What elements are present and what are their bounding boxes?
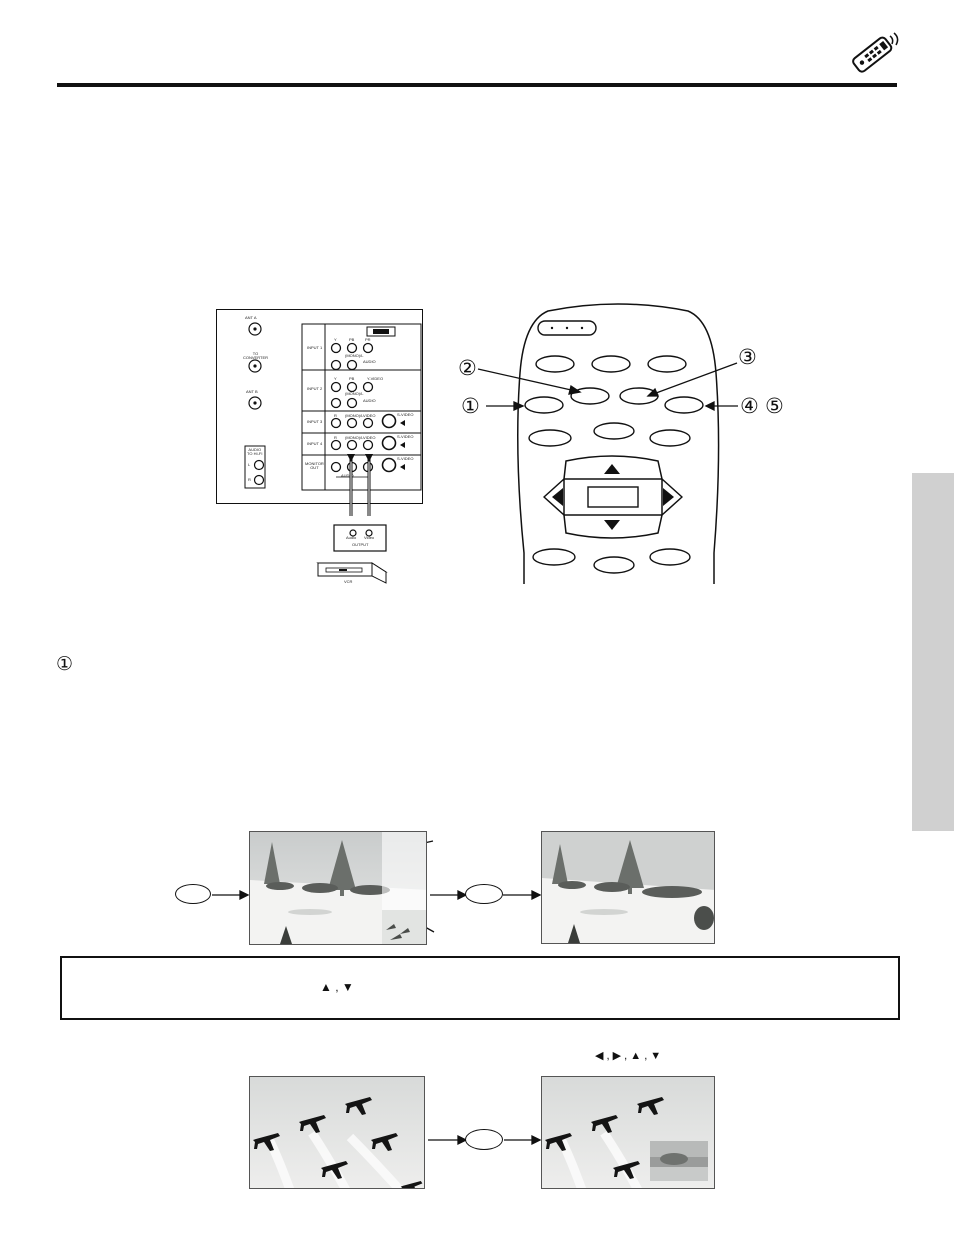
pip-move-screen-before [249,1076,425,1189]
output-audio-label: Audio [346,535,357,540]
output-label: OUTPUT [352,542,369,547]
audio-label-1: AUDIO [363,359,376,364]
input4-mono-label: (MONO)/L [345,435,364,440]
side-section-tab [912,473,954,831]
input-3-label: INPUT 3 [307,419,323,424]
callout-1: ① [461,394,480,418]
audio-l-label: L [248,462,251,467]
step-1-marker: ① [56,653,74,675]
pip-move-screen-after [541,1076,715,1189]
monitor-out-label: MONITOR OUT [305,461,324,470]
pip-button-oval-1 [175,884,211,904]
input-1-label: INPUT 1 [307,345,323,350]
input4-s-video-label: S-VIDEO [397,434,414,439]
mono-l-label-1: (MONO)/L [345,353,364,358]
tv-rear-panel: ANT A TO CONVERTER ANT B AUDIO TO HI-FI … [216,309,423,504]
header-rule [57,83,897,87]
callout-5: ⑤ [765,394,784,418]
move-arrows-text: ◀ , ▶ , ▲ , ▼ [595,1050,662,1062]
audio-to-hifi-label: AUDIO TO HI-FI [247,447,263,456]
input4-r-label: R [334,435,337,440]
channel-arrows-text: ▲ , ▼ [320,980,354,994]
vcr-cable-drawing [316,454,388,584]
pip-button-oval-2 [465,884,503,904]
input3-mono-label: (MONO)/L [345,413,364,418]
jack-y-label: Y [334,337,337,342]
callout-4: ④ [740,394,759,418]
input-4-label: INPUT 4 [307,441,323,446]
to-converter-label: TO CONVERTER [243,351,269,360]
input3-r-label: R [334,413,337,418]
input3-s-video-label: S-VIDEO [397,412,414,417]
callout-3: ③ [738,345,757,369]
input-2-label: INPUT 2 [307,386,323,391]
note-box: ▲ , ▼ [60,956,900,1020]
pip-screen-after [541,831,715,944]
vcr-label: VCR [344,579,353,584]
monitor-s-video-label: S-VIDEO [397,456,414,461]
remote-control-drawing [517,303,720,584]
pip-move-button-oval [465,1129,503,1150]
callout-2: ② [458,356,477,380]
input3-video-label: VIDEO [363,413,376,418]
monitor-audio-label: AUDIO [341,473,354,478]
jack-pr-label: PR [365,337,371,342]
ant-a-label: ANT A [245,315,257,320]
input4-video-label: VIDEO [363,435,376,440]
y-video-label: Y-VIDEO [367,376,384,381]
audio-label-2: AUDIO [363,398,376,403]
remote-control-icon [852,32,899,73]
rear-panel-drawing [244,322,422,491]
jack-pb-label-2: PB [349,376,355,381]
pip-screen-before [249,831,427,945]
output-video-label: Video [364,535,375,540]
audio-r-label: R [248,477,251,482]
mono-l-label-2: (MONO)/L [345,391,364,396]
jack-y-label-2: Y [334,376,337,381]
jack-pb-label: PB [349,337,355,342]
ant-b-label: ANT B [246,389,258,394]
